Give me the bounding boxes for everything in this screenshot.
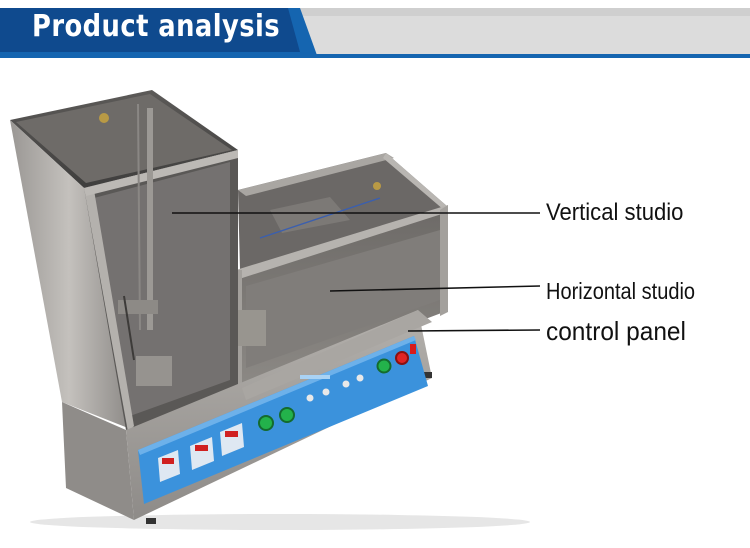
header-banner [0,8,750,58]
vertical-studio [10,90,238,432]
temperature-display-2 [190,437,214,470]
timer-display [220,423,244,456]
temperature-display-1 [158,450,180,482]
horizontal-studio [236,153,448,392]
control-panel [138,336,428,504]
callout-horizontal-studio: Horizontal studio [546,278,696,304]
page-title: Product analysis [32,9,281,44]
callout-control-panel: control panel [546,316,686,346]
callout-vertical-studio: Vertical studio [546,199,684,226]
